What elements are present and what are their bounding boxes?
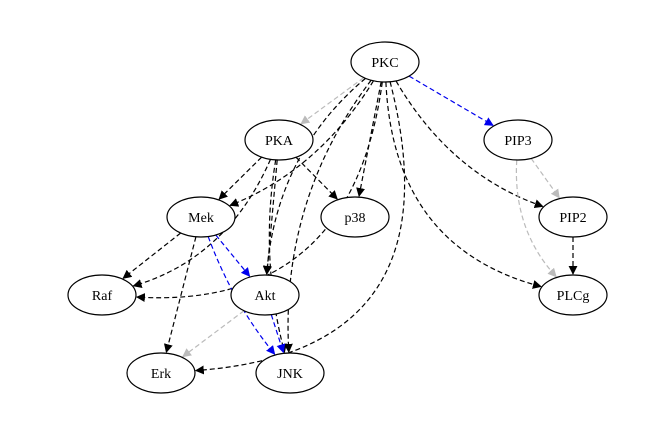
node-plcg: PLCg bbox=[538, 274, 608, 316]
node-label: Raf bbox=[92, 289, 113, 304]
node-erk: Erk bbox=[126, 352, 196, 394]
edge-pkc-to-plcg bbox=[385, 81, 542, 289]
node-ellipse bbox=[350, 41, 420, 83]
node-label: PKC bbox=[371, 56, 398, 71]
edge-pkc-to-pip3 bbox=[408, 75, 494, 126]
edge-mek-to-raf bbox=[122, 232, 182, 279]
node-ellipse bbox=[166, 196, 236, 238]
node-label: Erk bbox=[151, 367, 171, 382]
node-p38: p38 bbox=[320, 196, 390, 238]
node-ellipse bbox=[230, 274, 300, 316]
edge-pka-to-mek bbox=[218, 156, 263, 200]
edge-pkc-to-akt bbox=[262, 77, 366, 275]
edge-pka-to-raf bbox=[132, 159, 272, 288]
node-ellipse bbox=[538, 196, 608, 238]
node-ellipse bbox=[244, 119, 314, 161]
node-pkc: PKC bbox=[350, 41, 420, 83]
edge-pka-to-p38 bbox=[295, 156, 338, 200]
node-akt: Akt bbox=[230, 274, 300, 316]
node-ellipse bbox=[255, 352, 325, 394]
edge-mek-to-erk bbox=[163, 236, 197, 354]
node-ellipse bbox=[320, 196, 390, 238]
node-pip3: PIP3 bbox=[483, 119, 553, 161]
node-label: PLCg bbox=[557, 289, 590, 304]
edge-pka-to-jnk bbox=[268, 159, 287, 354]
node-ellipse bbox=[67, 274, 137, 316]
edge-pkc-to-pip2 bbox=[395, 80, 544, 209]
node-label: p38 bbox=[345, 211, 366, 226]
edge-pip3-to-plcg bbox=[515, 159, 557, 278]
node-raf: Raf bbox=[67, 274, 137, 316]
node-ellipse bbox=[483, 119, 553, 161]
node-label: PIP3 bbox=[504, 134, 531, 149]
edge-pkc-to-pka bbox=[300, 77, 365, 125]
node-label: Akt bbox=[255, 289, 276, 304]
edge-pip3-to-pip2 bbox=[530, 158, 560, 199]
node-label: PKA bbox=[265, 134, 294, 149]
node-label: Mek bbox=[188, 211, 214, 226]
node-ellipse bbox=[538, 274, 608, 316]
node-label: PIP2 bbox=[559, 211, 586, 226]
node-mek: Mek bbox=[166, 196, 236, 238]
node-pka: PKA bbox=[244, 119, 314, 161]
node-jnk: JNK bbox=[255, 352, 325, 394]
edge-mek-to-akt bbox=[215, 234, 251, 277]
edge-pka-to-akt bbox=[263, 159, 278, 275]
edge-akt-to-erk bbox=[182, 310, 245, 358]
edge-layer bbox=[122, 75, 578, 375]
edge-pkc-to-jnk bbox=[283, 79, 372, 353]
edge-akt-to-jnk bbox=[270, 314, 286, 354]
node-label: JNK bbox=[277, 367, 303, 382]
edge-pkc-to-raf bbox=[135, 81, 383, 303]
node-pip2: PIP2 bbox=[538, 196, 608, 238]
edge-pkc-to-erk bbox=[194, 81, 406, 375]
node-ellipse bbox=[126, 352, 196, 394]
